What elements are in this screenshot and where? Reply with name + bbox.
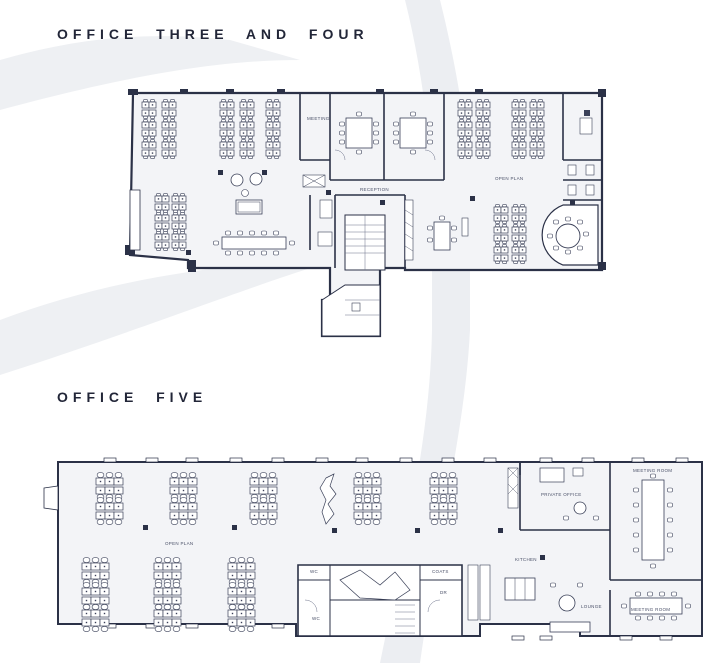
label-5-lounge: LOUNGE — [581, 604, 602, 609]
label-5-private-office: PRIVATE OFFICE — [541, 492, 582, 497]
office-three-four-plan: MEETING RECEPTION OPEN PLAN — [125, 89, 606, 338]
label-34-open-plan: OPEN PLAN — [495, 176, 523, 181]
label-5-open-plan: OPEN PLAN — [165, 541, 193, 546]
label-5-kitchen: KITCHEN — [515, 557, 537, 562]
office-five-plan: OPEN PLAN KITCHEN PRIVATE OFFICE MEETING… — [43, 457, 703, 641]
label-34-reception: RECEPTION — [360, 187, 389, 192]
label-5-wc-2: WC — [312, 616, 321, 621]
label-5-meeting-room-2: MEETING ROOM — [631, 607, 670, 612]
label-5-coats: COATS — [432, 569, 449, 574]
label-34-meeting: MEETING — [307, 116, 330, 121]
office-three-four-heading: OFFICE THREE AND FOUR — [57, 26, 369, 42]
label-5-dr: DR — [440, 590, 448, 595]
label-5-meeting-room-1: MEETING ROOM — [633, 468, 672, 473]
label-5-wc-1: WC — [310, 569, 319, 574]
office-five-heading: OFFICE FIVE — [57, 389, 208, 405]
